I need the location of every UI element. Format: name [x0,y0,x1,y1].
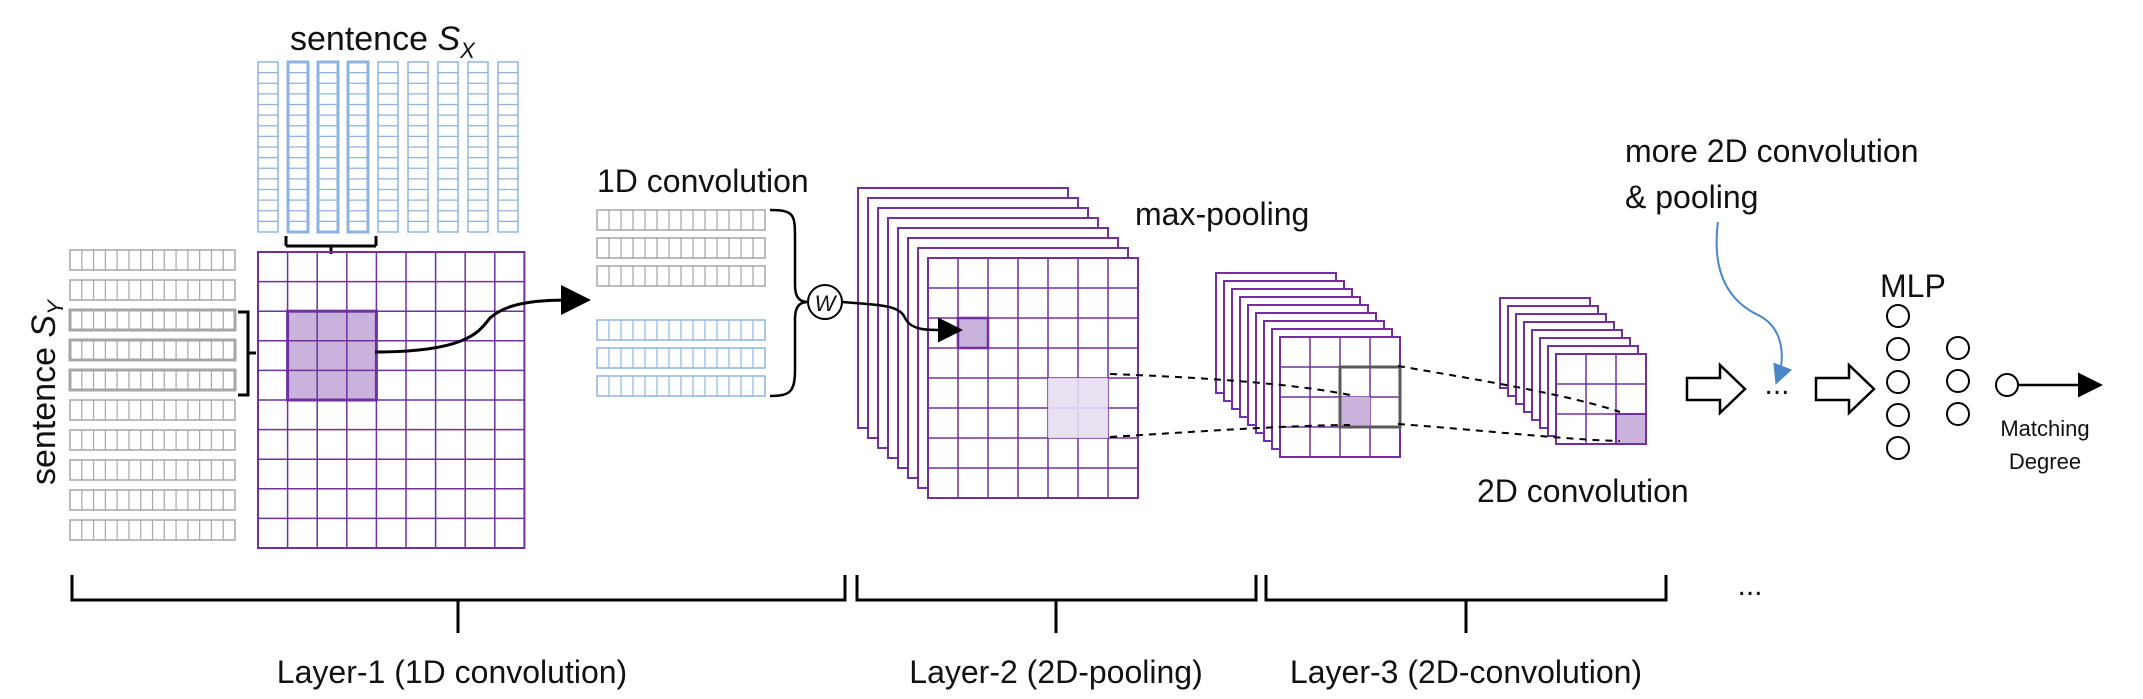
layer1-caption: Layer-1 (1D convolution) [277,654,627,690]
layer2-front-map [927,257,1139,499]
sentence-x-label: sentence SX [290,20,476,63]
conv1d-vector-gray [596,265,766,287]
sx-vector [497,61,519,233]
layer3-window [1338,365,1402,429]
sentence-x-bracket [284,236,378,254]
sy-vector [69,279,236,301]
sy-vector [69,399,236,421]
mlp-node-layer2 [1946,369,1970,393]
conv1d-vector-blue [596,347,766,369]
layer1-to-conv1d-arrow [374,285,591,354]
conv1d-vector-gray [596,237,766,259]
sx-vector [377,61,399,233]
layer2-pool-region [1048,378,1108,438]
layer2-feature-maps [857,187,1139,499]
sx-vector [407,61,429,233]
layer1-matrix [257,251,526,549]
sy-vector [69,459,236,481]
sx-vector [316,60,340,234]
block-arrow-2 [1814,362,1876,416]
layer2-cell-highlight [956,316,990,350]
layer3-bracket [1264,575,1668,633]
sentence-y-label: sentence SY [25,299,68,485]
sy-vector [69,249,236,271]
mlp-node-layer2 [1946,336,1970,360]
sentence-y-vectors [68,249,237,541]
conv1d-label: 1D convolution [597,163,809,199]
sentence-x-vectors [257,60,519,234]
layer2-caption: Layer-2 (2D-pooling) [909,654,1202,690]
sy-vector [68,308,237,332]
layer2-bracket [855,575,1258,633]
sentence-y-bracket [238,310,256,397]
mlp-node-layer1 [1886,370,1910,394]
conv2d-maps [1499,297,1647,445]
conv2d-connector-bottom [1397,423,1621,442]
weight-label: W [815,291,838,316]
more-conv-arrow [1715,221,1793,385]
mlp-node-layer1 [1886,337,1910,361]
sy-vector [69,429,236,451]
sx-vector [467,61,489,233]
sy-vector [68,338,237,362]
conv1d-vector-blue [596,319,766,341]
sy-vector [68,368,237,392]
layer3-cell-highlight [1340,397,1370,427]
sx-vector [257,61,279,233]
conv1d-vector-gray [596,209,766,231]
bottom-ellipsis: ... [1737,569,1762,602]
conv1d-brace [769,208,809,398]
matching-degree-line2: Degree [2009,449,2081,474]
matching-degree-line1: Matching [2000,416,2089,441]
output-node [1995,373,2019,397]
layer1-highlight [287,311,377,400]
layer1-highlight-border [286,309,378,402]
mlp-node-layer1 [1886,403,1910,427]
conv1d-vectors [596,209,766,397]
layer3-pooled-maps [1215,272,1402,458]
mlp-label: MLP [1880,268,1946,304]
conv2d-cell-highlight [1615,413,1647,445]
mlp-nodes [1886,304,1970,460]
sy-vector [69,519,236,541]
mlp-node-layer1 [1886,436,1910,460]
layer3-caption: Layer-3 (2D-convolution) [1290,654,1642,690]
layer1-bracket [70,575,847,633]
block-arrow-1 [1685,362,1747,416]
maxpool-label: max-pooling [1135,196,1309,232]
sx-vector [437,61,459,233]
conv1d-vector-blue [596,375,766,397]
more-conv-label-line1: more 2D convolution [1625,133,1918,169]
middle-ellipsis: ... [1764,368,1789,401]
conv2d-connector-top [1397,365,1621,413]
pooling-connector-bottom [1109,424,1351,438]
more-conv-label-line2: & pooling [1625,179,1758,215]
mlp-node-layer2 [1946,402,1970,426]
sy-vector [69,489,236,511]
sx-vector [286,60,310,234]
weight-to-layer2-arrow [841,300,963,343]
pooling-connector-top [1109,373,1351,396]
mlp-node-layer1 [1886,304,1910,328]
sx-vector [346,60,370,234]
conv2d-label: 2D convolution [1477,473,1689,509]
